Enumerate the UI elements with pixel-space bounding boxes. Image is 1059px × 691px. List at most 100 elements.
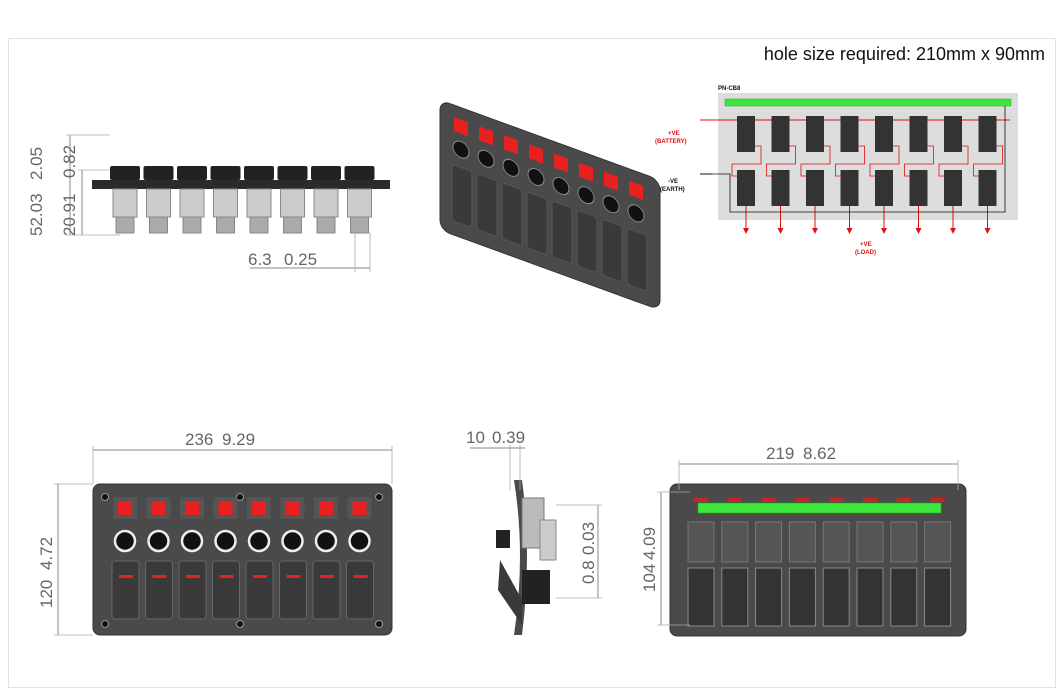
load-arrow <box>950 228 956 234</box>
iso-breaker <box>527 167 545 186</box>
side-depth: 20.91 <box>60 193 79 236</box>
iso-rocker <box>501 182 523 246</box>
back-led-lead <box>896 498 911 502</box>
link-wire <box>869 145 900 177</box>
back-switch-body <box>788 567 816 627</box>
front-breaker <box>113 529 137 553</box>
wiring-breaker <box>875 116 893 152</box>
rocker-indicator <box>253 575 267 578</box>
back-switch-body <box>890 567 918 627</box>
profile-view: 10 0.39 0.8 0.03 <box>466 428 602 635</box>
front-rocker <box>212 560 240 620</box>
wiring-breaker <box>840 116 859 152</box>
side-switch-terminals <box>115 216 135 234</box>
load-sub-label: (LOAD) <box>855 250 876 256</box>
iso-led <box>479 126 493 146</box>
load-arrow <box>777 228 784 234</box>
terminal-width-in: 0.25 <box>284 250 317 269</box>
back-switch-body <box>687 567 715 627</box>
back-view: 219 8.62 104 4.09 <box>640 444 967 637</box>
load-arrow <box>812 228 818 234</box>
profile-gap: 0.8 <box>579 560 598 584</box>
front-breaker <box>314 529 338 553</box>
back-led-lead <box>930 498 945 502</box>
front-led <box>185 501 199 515</box>
front-rocker <box>346 560 374 620</box>
mount-screw <box>375 493 383 501</box>
rocker-indicator <box>119 575 133 578</box>
mount-screw <box>236 493 244 501</box>
back-breaker-body <box>856 521 884 563</box>
wiring-breaker <box>771 116 790 152</box>
side-overall-height-in: 2.05 <box>27 147 46 180</box>
iso-led <box>604 171 618 191</box>
back-breaker-body <box>687 521 715 563</box>
front-rocker <box>178 560 207 620</box>
link-wire <box>973 145 1003 177</box>
load-label: +VE <box>860 242 872 248</box>
front-height-in: 4.72 <box>37 537 56 570</box>
link-wire <box>731 145 762 177</box>
iso-led <box>504 135 518 155</box>
iso-led <box>579 162 593 182</box>
side-switch-body <box>347 188 372 218</box>
mount-screw <box>101 620 109 628</box>
rocker-indicator <box>286 575 301 578</box>
iso-breaker <box>502 158 520 177</box>
side-switch-terminals <box>149 216 168 234</box>
side-switch-top <box>244 166 274 180</box>
profile-thickness: 10 <box>466 428 485 447</box>
hole-size-note: hole size required: 210mm x 90mm <box>763 44 1045 64</box>
iso-rocker <box>601 219 623 282</box>
wiring-switch <box>944 170 962 206</box>
back-switch-body <box>856 567 884 627</box>
side-switch-terminals <box>283 216 302 234</box>
iso-rocker <box>551 201 573 264</box>
side-switch-body <box>246 188 272 218</box>
front-led <box>285 501 300 515</box>
side-switch-top <box>110 166 140 180</box>
front-breaker <box>147 529 170 553</box>
side-switch-top <box>177 166 207 180</box>
wiring-diagram: PN-CB8 +VE (BATTERY) -VE (EARTH) +VE (LO… <box>655 86 1018 256</box>
front-led <box>218 501 233 515</box>
front-led <box>352 501 367 515</box>
back-height: 104 <box>640 564 659 592</box>
rocker-indicator <box>353 575 368 578</box>
wiring-breaker <box>944 116 962 152</box>
iso-breaker <box>477 149 495 168</box>
mount-screw <box>236 620 244 628</box>
wiring-switch <box>806 170 824 206</box>
link-wire <box>766 145 796 177</box>
side-switch-top <box>344 166 375 180</box>
iso-rocker <box>451 164 473 228</box>
front-breaker <box>180 529 204 553</box>
link-wire <box>904 145 934 177</box>
side-depth-in: 0.82 <box>60 145 79 178</box>
front-rocker <box>279 560 307 620</box>
side-switch-terminals <box>216 216 235 234</box>
back-led-lead <box>863 498 877 502</box>
iso-breaker <box>602 195 620 214</box>
back-breaker-body <box>890 521 918 563</box>
back-breaker-body <box>721 521 749 563</box>
side-switch-terminals <box>350 216 369 234</box>
terminal-width: 6.3 <box>248 250 272 269</box>
side-switch-body <box>146 188 171 218</box>
side-switch-terminals <box>316 216 336 234</box>
rocker-indicator <box>186 575 200 578</box>
back-breaker-body <box>822 521 850 563</box>
front-breaker <box>214 529 237 553</box>
side-switch-top <box>277 166 308 180</box>
wiring-model: PN-CB8 <box>718 86 741 92</box>
wiring-switch <box>840 170 859 206</box>
iso-breaker <box>452 140 470 159</box>
iso-rocker <box>576 210 598 273</box>
front-width: 236 <box>185 430 213 449</box>
iso-led <box>629 180 643 200</box>
front-height: 120 <box>37 580 56 608</box>
wiring-switch <box>978 170 997 206</box>
back-led-lead <box>795 498 810 502</box>
side-view: 52.03 2.05 20.91 0.82 6.3 0.25 <box>27 134 390 272</box>
